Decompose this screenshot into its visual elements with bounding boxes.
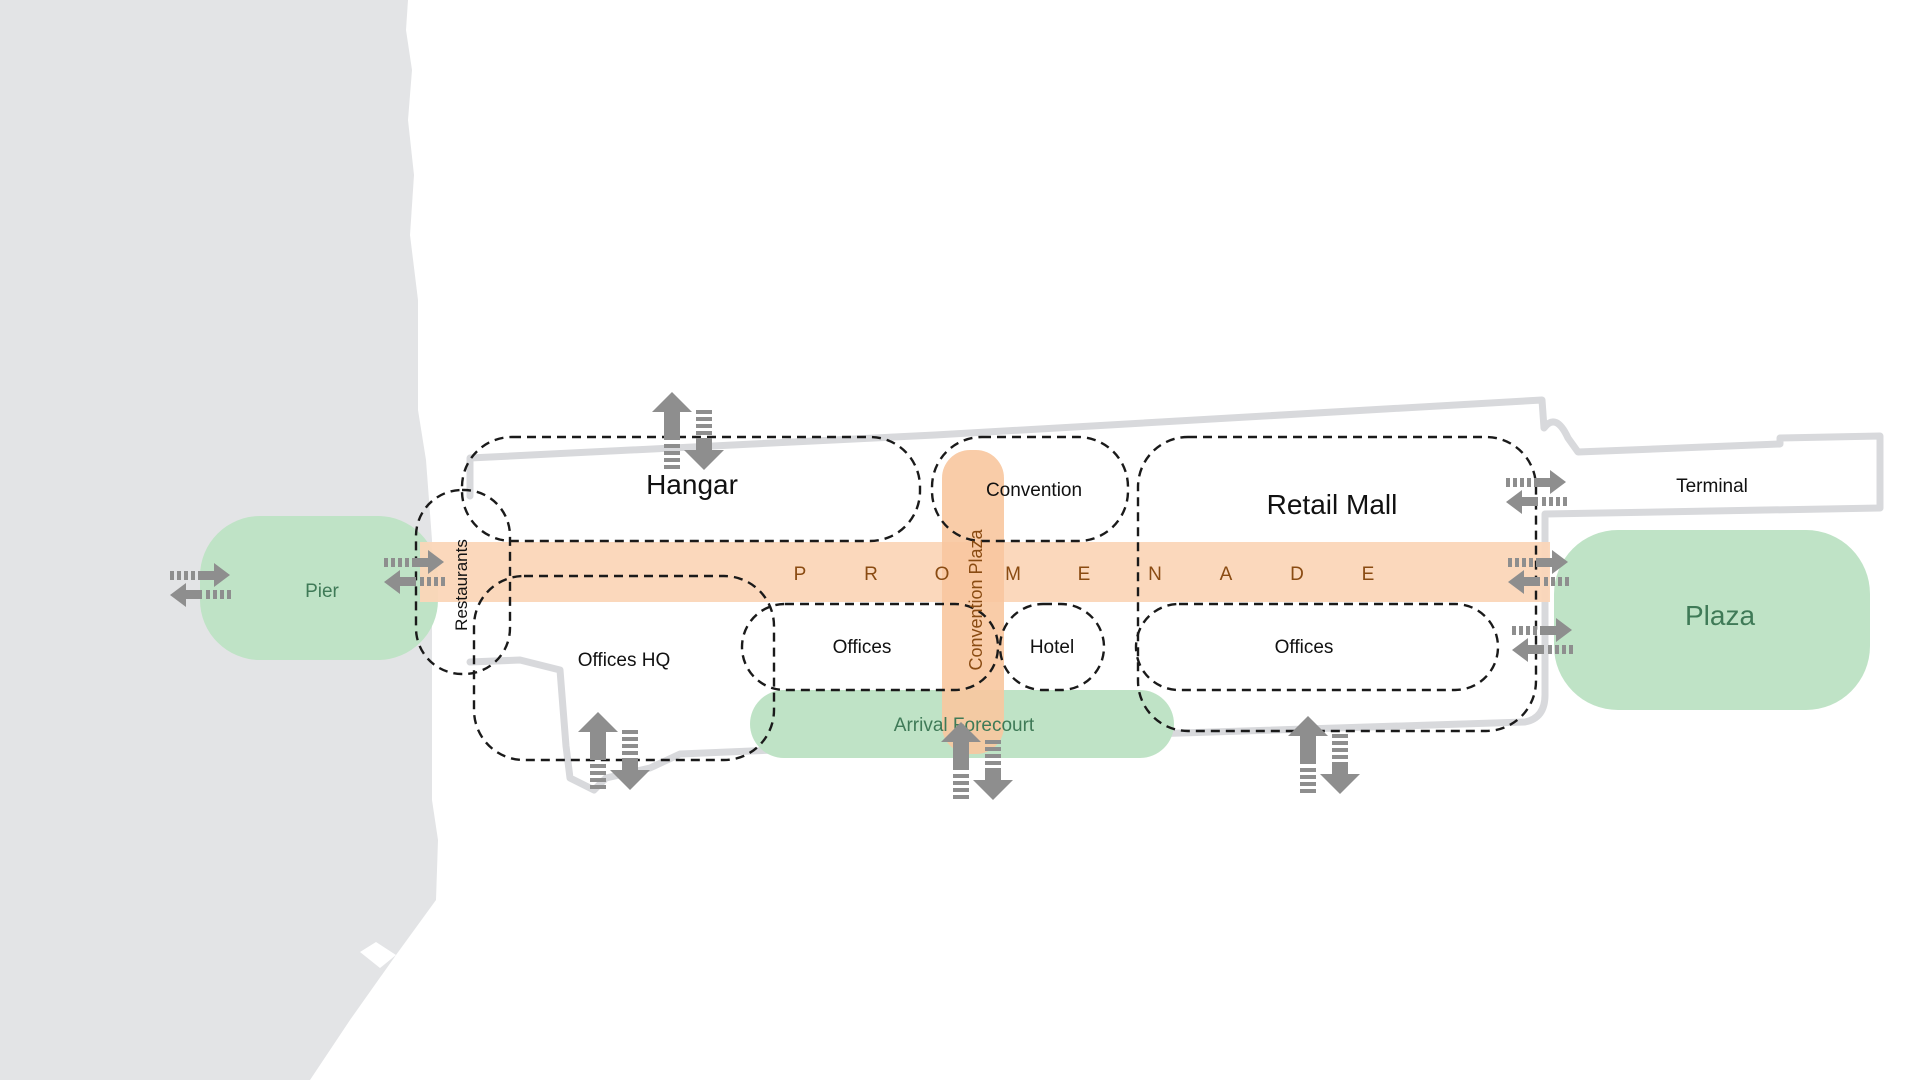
offices-center-zone [740,602,1000,692]
hotel-zone [998,602,1106,692]
promenade-label: P R O M E N A D E [794,564,1375,585]
promenade-letter: O [935,564,950,585]
promenade-letter: M [1005,564,1021,585]
convention-plaza-label: Convention Plaza [966,528,986,670]
pier-area [200,516,438,660]
promenade-letter: A [1220,564,1233,585]
pier-label: Pier [305,581,339,602]
plaza-area [1554,530,1870,710]
convention-label: Convention [986,480,1082,501]
promenade-letter: D [1290,564,1304,585]
promenade-letter: R [864,564,878,585]
restaurants-zone [414,488,512,676]
offices-east-zone [1134,602,1500,692]
convention-plaza-band [942,450,1004,754]
plaza-label: Plaza [1685,600,1755,631]
retail-mall-label: Retail Mall [1267,489,1398,520]
promenade-letter: P [794,564,807,585]
jetty [360,942,396,968]
hangar-label: Hangar [646,469,738,500]
offices-east-label: Offices [1275,637,1334,658]
up-down-arrows-icon [652,392,724,470]
hotel-label: Hotel [1030,637,1074,658]
terminal-label: Terminal [1676,476,1748,497]
offices-center-label: Offices [833,637,892,658]
hangar-zone [460,435,922,543]
restaurants-label: Restaurants [452,539,471,631]
building-footprint-outline [466,396,1884,794]
promenade-letter: E [1362,564,1375,585]
convention-zone [930,435,1130,543]
promenade-letter: E [1078,564,1091,585]
promenade-letter: N [1148,564,1162,585]
offices-hq-label: Offices HQ [578,650,671,671]
